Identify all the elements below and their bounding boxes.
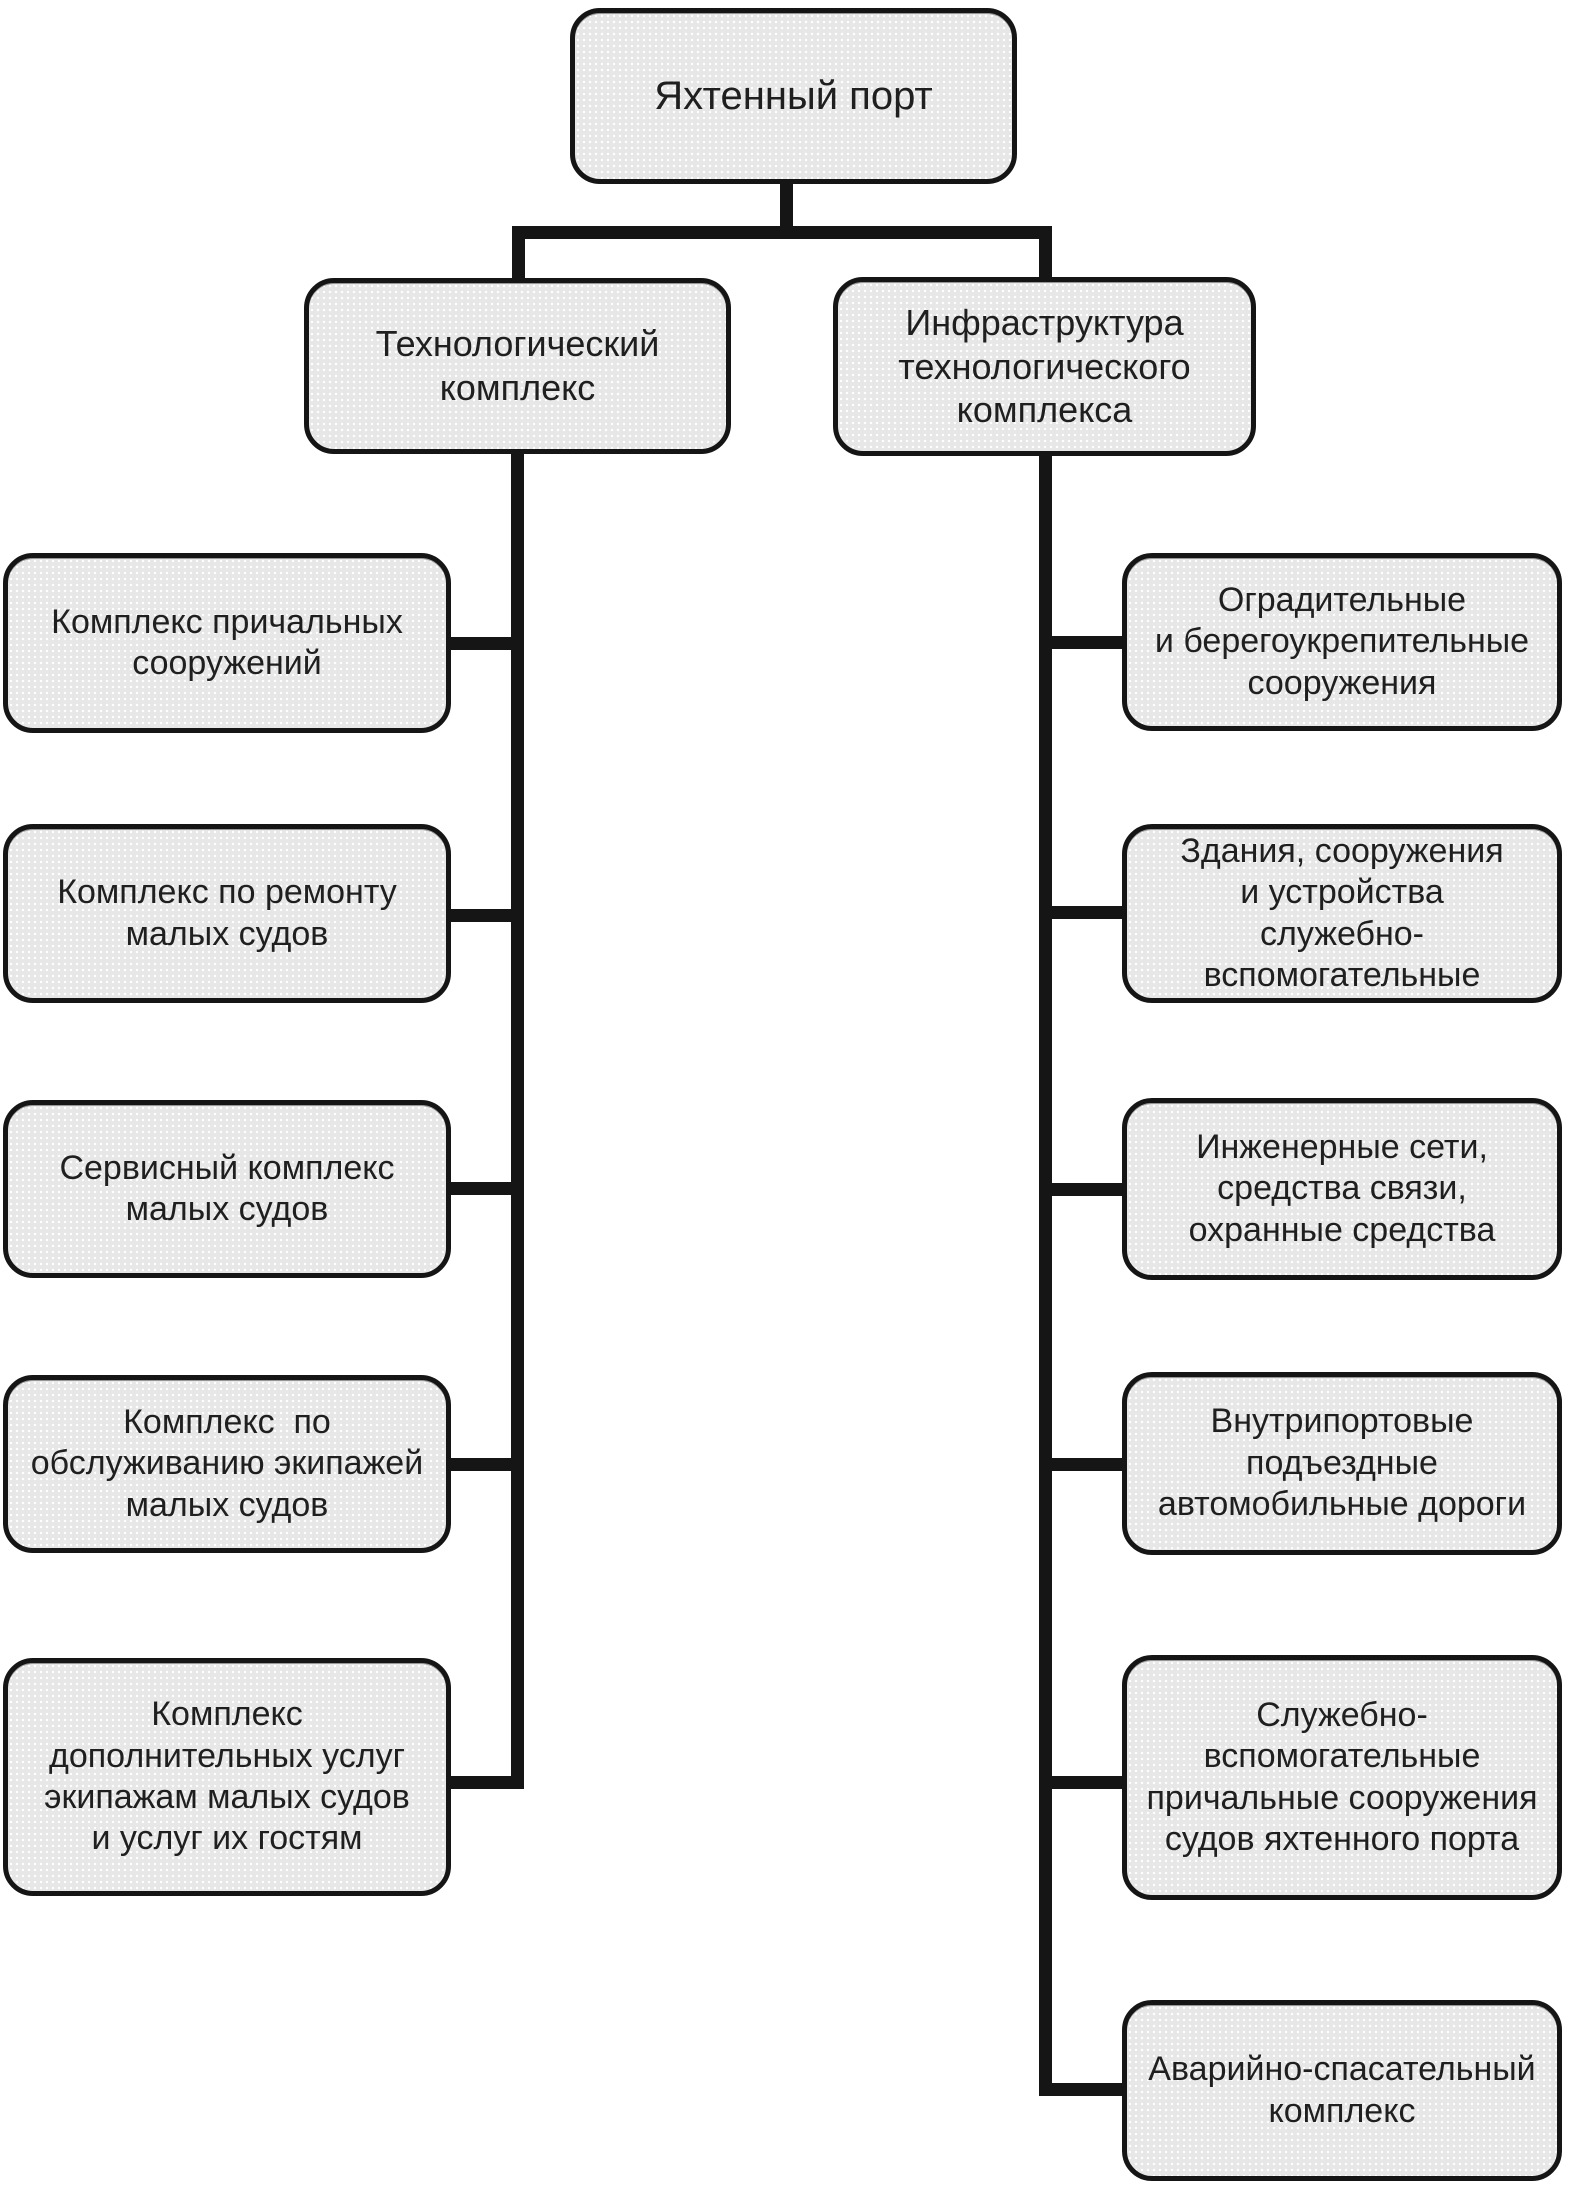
connector-branch-right-drop <box>1039 226 1052 284</box>
node-infrastructure-complex: Инфраструктура технологического комплекс… <box>833 277 1256 456</box>
connector-left-5 <box>446 1776 518 1789</box>
trunk-right <box>1039 454 1052 2096</box>
node-protective-shore-structures: Оградительные и берегоукрепительные соор… <box>1122 553 1562 731</box>
connector-right-6 <box>1046 2083 1126 2096</box>
node-engineering-networks: Инженерные сети, средства связи, охранны… <box>1122 1098 1562 1280</box>
connector-branch-horizontal <box>512 226 1052 239</box>
connector-left-4 <box>446 1458 518 1471</box>
connector-right-4 <box>1046 1458 1126 1471</box>
node-berthing-structures-complex: Комплекс причальных сооружений <box>3 553 451 733</box>
node-service-auxiliary-buildings: Здания, сооружения и устройства служебно… <box>1122 824 1562 1003</box>
connector-left-2 <box>446 909 518 922</box>
connector-left-1 <box>446 637 518 650</box>
connector-right-1 <box>1046 636 1126 649</box>
connector-branch-left-drop <box>512 226 525 284</box>
connector-right-3 <box>1046 1183 1126 1196</box>
node-small-vessel-service-complex: Сервисный комплекс малых судов <box>3 1100 451 1278</box>
node-crew-service-complex: Комплекс по обслуживанию экипажей малых … <box>3 1375 451 1553</box>
connector-right-5 <box>1046 1776 1126 1789</box>
connector-right-2 <box>1046 906 1126 919</box>
trunk-left <box>511 452 524 1789</box>
node-yacht-port: Яхтенный порт <box>570 8 1017 184</box>
connector-root-stub <box>780 182 793 234</box>
node-inport-access-roads: Внутрипортовые подъездные автомобильные … <box>1122 1372 1562 1555</box>
node-technological-complex: Технологический комплекс <box>304 278 731 454</box>
node-service-berthing-structures: Служебно- вспомогательные причальные соо… <box>1122 1655 1562 1900</box>
node-additional-services-complex: Комплекс дополнительных услуг экипажам м… <box>3 1658 451 1896</box>
node-emergency-rescue-complex: Аварийно-спасательный комплекс <box>1122 2000 1562 2181</box>
connector-left-3 <box>446 1182 518 1195</box>
node-small-vessel-repair-complex: Комплекс по ремонту малых судов <box>3 824 451 1003</box>
